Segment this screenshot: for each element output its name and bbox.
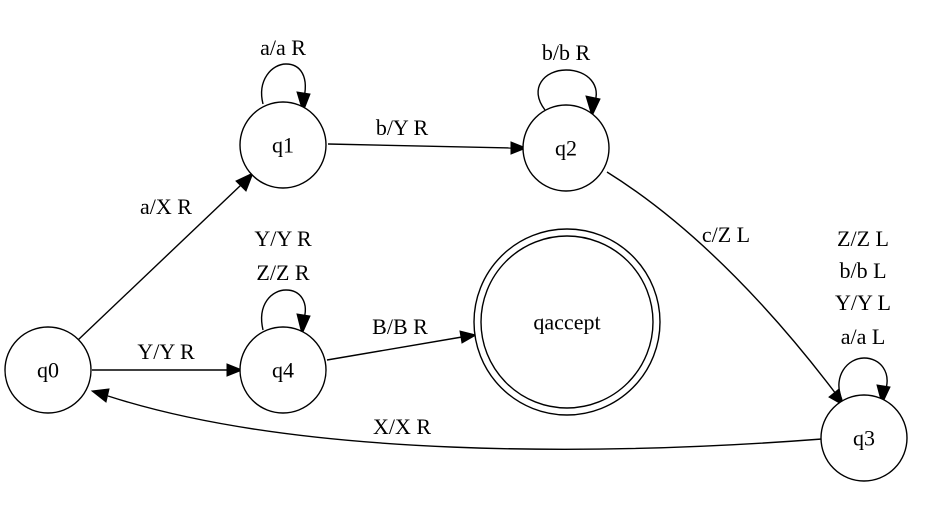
arrowhead-q1-q2	[510, 141, 528, 155]
edge-label-q4-qaccept: B/B R	[372, 314, 428, 339]
arrowhead-q3-q0	[90, 388, 110, 403]
edge-q2-q3	[606, 171, 837, 395]
loop-q1	[260, 63, 306, 105]
edge-label-q1-q2: b/Y R	[376, 115, 429, 140]
edge-label-q1-q1: a/a R	[260, 35, 306, 60]
state-label-q1: q1	[272, 133, 294, 158]
state-q3: q3	[820, 394, 908, 482]
state-q4: q4	[239, 326, 327, 414]
arrowhead-loop-q2	[585, 95, 601, 118]
arrowhead-q4-qaccept	[459, 330, 478, 344]
edge-q0-q1	[77, 184, 242, 341]
edge-label-q3-q3-2: b/b L	[839, 258, 886, 283]
edge-label-q4-q4-2: Z/Z R	[256, 260, 309, 285]
edge-label-q4-q4-1: Y/Y R	[254, 226, 312, 251]
edge-q4-qaccept	[326, 336, 463, 361]
loop-q3	[838, 357, 888, 401]
state-label-q3: q3	[853, 426, 875, 451]
arrowhead-loop-q3	[876, 384, 891, 406]
edge-label-q3-q3-4: a/a L	[841, 324, 886, 349]
loop-q2	[537, 69, 597, 111]
edge-q3-q0	[107, 395, 823, 450]
arrowhead-loop-q4	[296, 313, 311, 336]
arrowhead-q0-q1	[235, 172, 254, 192]
state-label-q4: q4	[272, 358, 294, 383]
edge-label-q0-q4: Y/Y R	[137, 339, 195, 364]
edge-label-q3-q3-3: Y/Y L	[835, 290, 891, 315]
state-q1: q1	[239, 101, 327, 189]
state-label-qaccept: qaccept	[533, 310, 600, 335]
edge-label-q3-q0: X/X R	[373, 414, 431, 439]
edge-q1-q2	[327, 143, 513, 149]
arrowhead-loop-q1	[296, 91, 311, 114]
edge-label-q2-q2: b/b R	[542, 40, 591, 65]
state-q2: q2	[522, 104, 610, 192]
edge-label-q3-q3-1: Z/Z L	[837, 226, 889, 251]
edge-label-q2-q3: c/Z L	[702, 222, 750, 247]
arrowhead-q0-q4	[226, 363, 244, 377]
loop-q4	[260, 289, 306, 331]
edge-label-q0-q1: a/X R	[140, 194, 192, 219]
state-q0: q0	[4, 326, 92, 414]
state-label-q0: q0	[37, 358, 59, 383]
state-label-q2: q2	[555, 136, 577, 161]
state-qaccept: qaccept	[473, 228, 661, 416]
